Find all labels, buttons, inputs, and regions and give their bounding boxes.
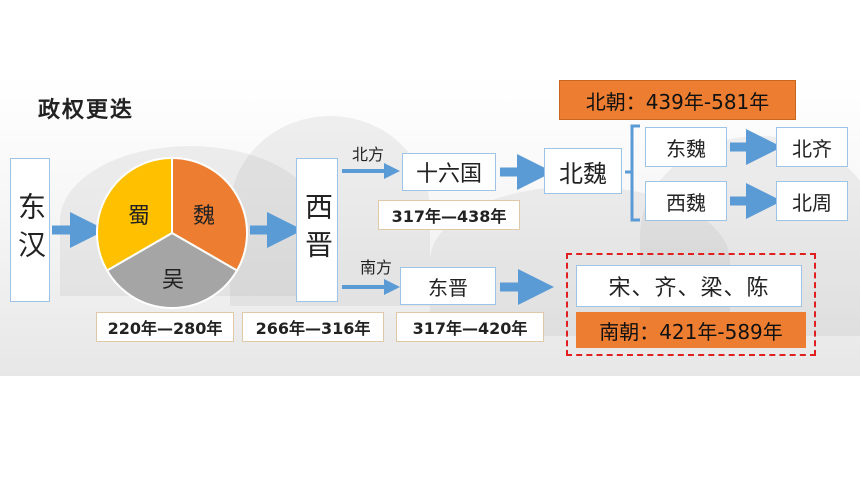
label-shu: 蜀 xyxy=(128,204,151,229)
period-three-kingdoms: 220年—280年 xyxy=(96,312,234,342)
node-beiwei: 北魏 xyxy=(544,148,622,194)
node-donghan: 东汉 xyxy=(10,158,50,302)
label-wei: 魏 xyxy=(193,204,216,229)
southern-dynasties-group xyxy=(566,253,816,356)
label-wu: 吴 xyxy=(162,268,185,293)
label-south: 南方 xyxy=(360,258,393,277)
three-kingdoms-pie xyxy=(96,157,248,309)
slice-wei xyxy=(171,157,248,272)
node-xijin: 西晋 xyxy=(296,158,338,302)
node-southern-dynasties: 宋、齐、梁、陈 xyxy=(576,265,802,307)
node-beiqi: 北齐 xyxy=(776,127,848,167)
node-dongwei: 东魏 xyxy=(645,127,727,167)
period-xijin: 266年—316年 xyxy=(242,312,384,342)
node-dongjin: 东晋 xyxy=(400,267,496,305)
node-xiwei: 西魏 xyxy=(645,181,727,221)
period-shiliuguo: 317年—438年 xyxy=(378,200,520,230)
period-dongjin: 317年—420年 xyxy=(396,312,544,342)
bracket xyxy=(630,124,640,222)
node-beizhou: 北周 xyxy=(776,181,848,221)
label-north: 北方 xyxy=(352,145,385,164)
node-shiliuguo: 十六国 xyxy=(402,153,496,191)
period-beichao: 北朝：439年-581年 xyxy=(559,80,796,120)
slice-wu xyxy=(105,231,239,309)
period-nanchao: 南朝：421年-589年 xyxy=(576,312,806,348)
slice-shu xyxy=(96,157,173,272)
page-title: 政权更迭 xyxy=(38,97,135,123)
